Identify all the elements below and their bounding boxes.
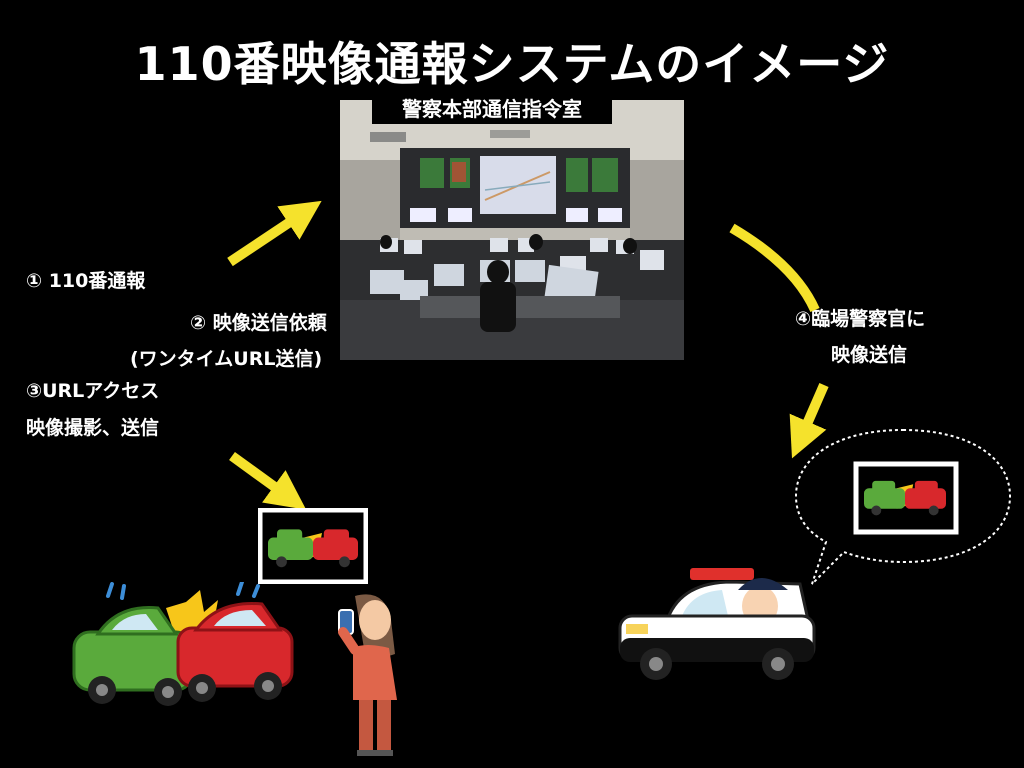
command-room-label: 警察本部通信指令室 xyxy=(372,94,612,124)
arrow-to-officer xyxy=(732,228,815,310)
smartphone-user-icon xyxy=(325,590,409,758)
captured-video-frame xyxy=(258,508,368,584)
arrow-send-video xyxy=(232,456,290,498)
speech-bubble-icon xyxy=(790,424,1016,594)
crash-cars-icon xyxy=(68,582,300,712)
police-car-icon xyxy=(612,560,822,700)
arrow-report xyxy=(230,212,305,262)
